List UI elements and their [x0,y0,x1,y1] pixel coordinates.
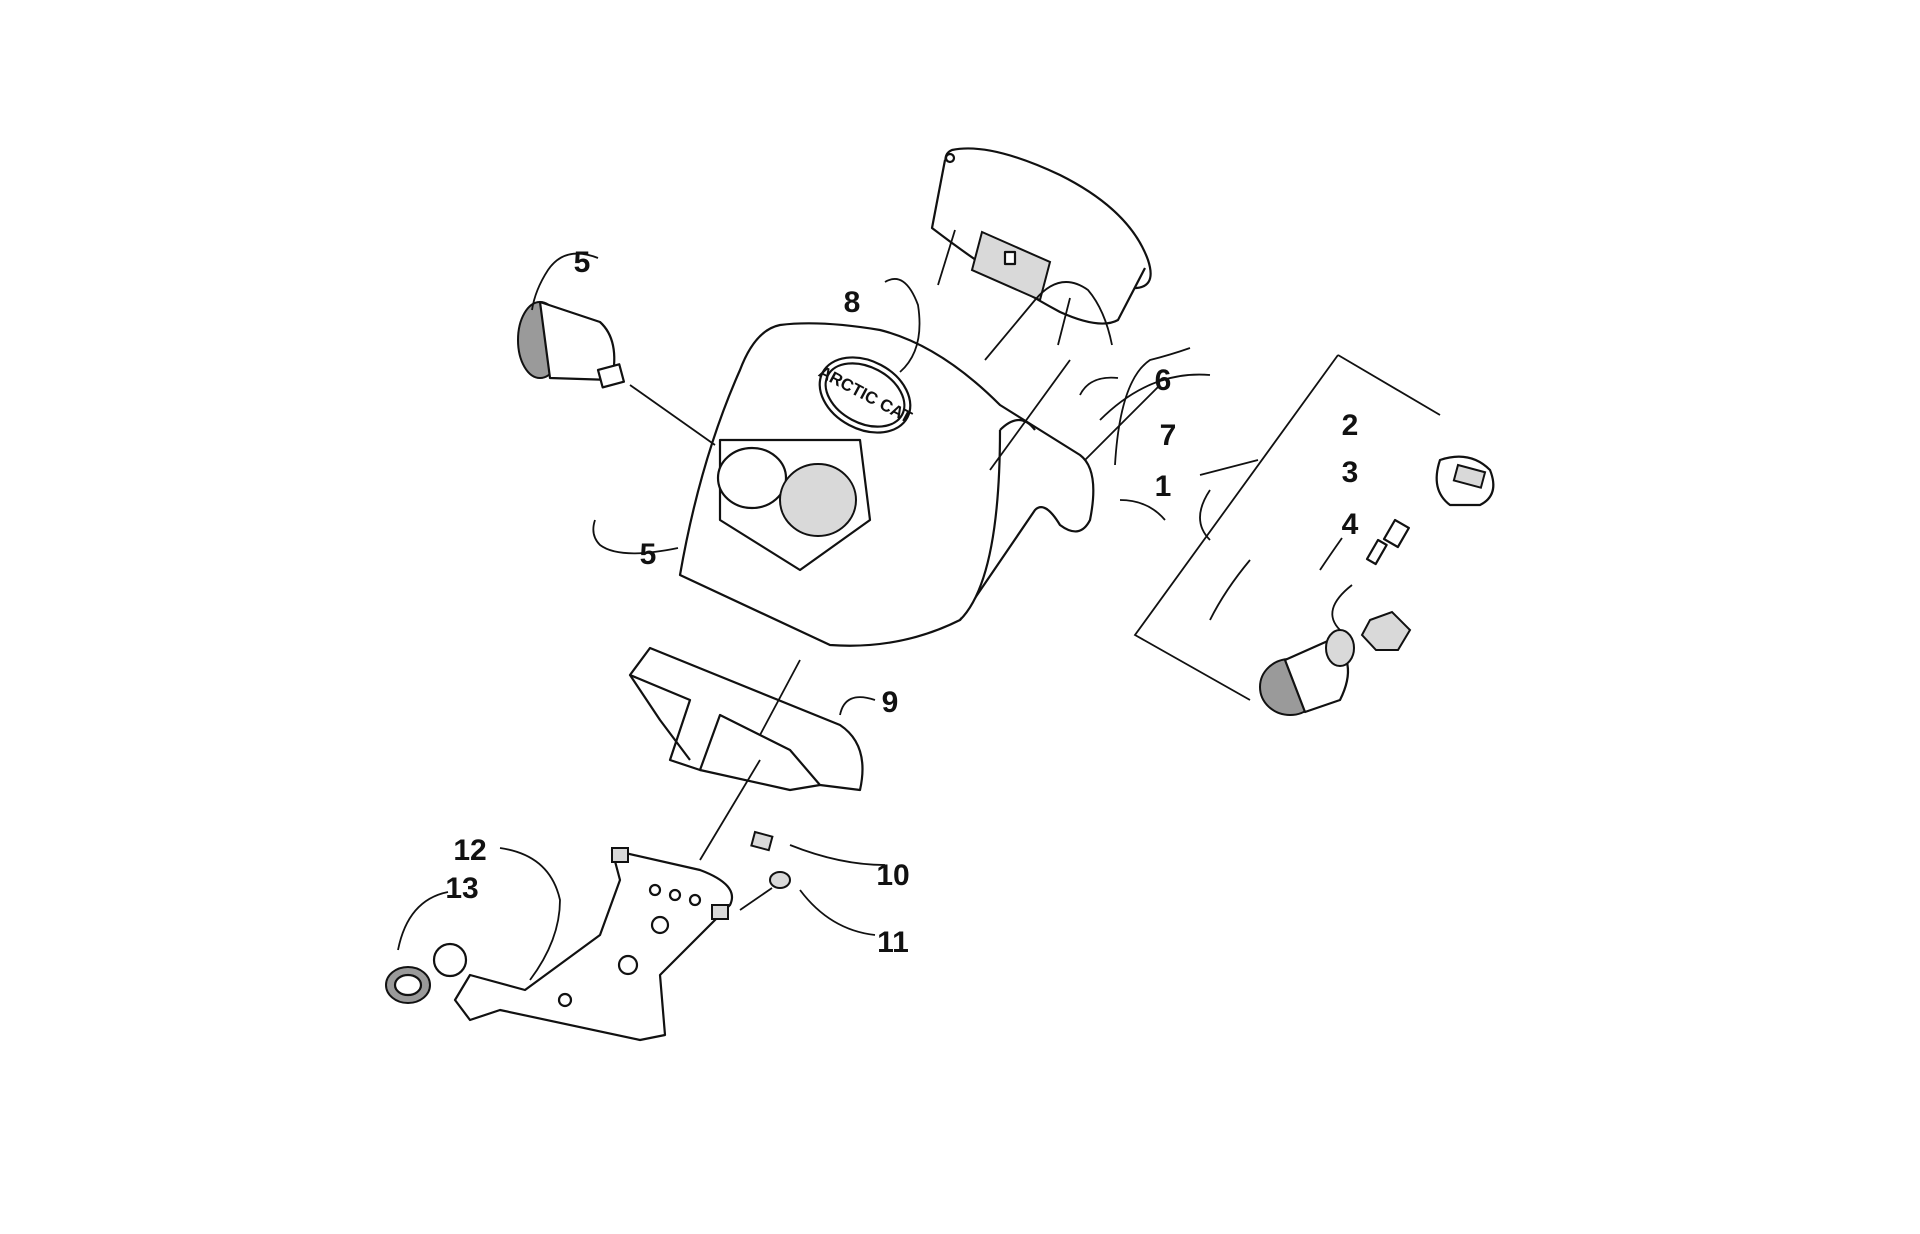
callout-7: 7 [1160,419,1177,452]
part-3-key [1365,518,1410,566]
part-9-lower-bezel [628,646,864,792]
part-5-power-outlet [517,300,716,446]
part-10-clip [750,830,774,852]
callout-6: 6 [1155,364,1172,397]
callout-11: 11 [877,926,909,959]
callout-4: 4 [1342,508,1359,541]
callout-5-upper: 5 [574,246,591,279]
part-11-screw [739,871,791,911]
leader-lines [397,252,1353,981]
part-6-gauge [930,147,1152,346]
callout-8: 8 [844,286,861,319]
callout-3: 3 [1342,456,1359,489]
part-1-ignition-kit [1133,354,1495,716]
callout-10: 10 [876,859,909,892]
part-7-8-dash-housing: ARCTIC CAT [678,322,1095,647]
callout-9: 9 [882,686,899,719]
part-4-nut [1360,610,1412,651]
callout-5-lower: 5 [640,538,657,571]
ignition-switch-body [1259,629,1355,716]
callout-2: 2 [1342,409,1359,442]
callout-1: 1 [1155,470,1172,503]
part-12-bracket [432,847,733,1042]
callout-13: 13 [445,872,478,905]
callout-12: 12 [453,834,486,867]
part-2-ignition-cap [1435,455,1495,507]
part-13-grommet [385,966,431,1004]
callouts: 1 2 3 4 5 5 6 7 8 9 10 11 12 13 [445,246,1358,959]
